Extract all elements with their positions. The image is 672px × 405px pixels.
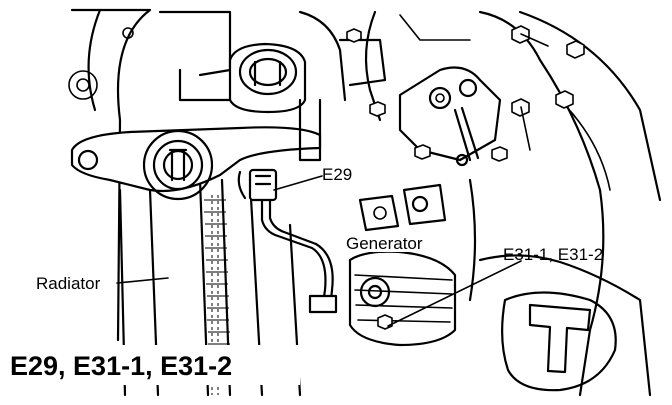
radiator-leader <box>116 277 169 284</box>
e31-leader <box>387 260 522 327</box>
leader-lines <box>116 175 522 327</box>
caption-backdrop <box>0 345 300 385</box>
generator-label-backdrop <box>344 232 438 252</box>
label-radiator: Radiator <box>36 274 101 293</box>
connector-e29-part <box>237 168 338 314</box>
e29-leader <box>273 175 323 191</box>
generator-part <box>348 183 457 347</box>
label-e29: E29 <box>322 165 352 184</box>
figure-caption: E29, E31-1, E31-2 <box>10 351 232 381</box>
upper-brace <box>70 126 322 201</box>
filler-neck <box>228 42 322 162</box>
label-generator: Generator <box>346 234 423 253</box>
label-e31: E31-1, E31-2 <box>503 245 603 264</box>
